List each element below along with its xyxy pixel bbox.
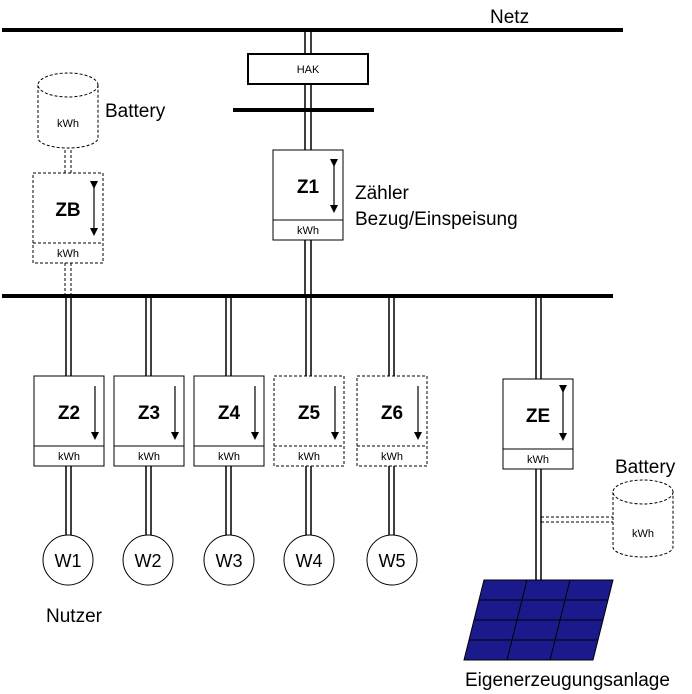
- main-feeder: [304, 30, 312, 296]
- battery-left-unit: kWh: [57, 118, 79, 130]
- consumer-label: W3: [216, 551, 243, 571]
- consumer-w1: [42, 534, 94, 586]
- consumer-label: W2: [135, 551, 162, 571]
- user-meter-unit: kWh: [138, 451, 160, 463]
- consumer-label: W5: [379, 551, 406, 571]
- user-meter-id: Z6: [381, 403, 403, 424]
- battery-left: [37, 72, 99, 149]
- generation-branch: ZE kWh: [502, 296, 574, 582]
- consumer-label: W1: [55, 551, 82, 571]
- solar-panel-icon: [463, 579, 614, 661]
- battery-meter-unit: kWh: [57, 248, 79, 260]
- generation-meter-id: ZE: [526, 406, 550, 427]
- main-meter-description-1: Zähler: [355, 183, 410, 204]
- user-meter-unit: kWh: [218, 451, 240, 463]
- battery-right: [612, 479, 674, 558]
- users-label: Nutzer: [46, 606, 103, 627]
- battery-right-unit: kWh: [632, 528, 654, 540]
- hak-label: HAK: [297, 64, 320, 76]
- user-meter-unit: kWh: [381, 451, 403, 463]
- consumer-w5: [366, 534, 418, 586]
- user-meter-unit: kWh: [298, 451, 320, 463]
- user-meter-z3: Z3 kWh W2: [113, 296, 185, 586]
- user-meter-unit: kWh: [58, 451, 80, 463]
- battery-left-label: Battery: [105, 101, 166, 122]
- battery-right-link: [541, 516, 613, 523]
- hak-box: HAK: [247, 53, 369, 85]
- battery-right-label: Battery: [615, 457, 676, 478]
- user-meter-id: Z4: [218, 403, 241, 424]
- consumer-w3: [203, 534, 255, 586]
- main-meter-id: Z1: [297, 177, 320, 198]
- battery-meter: ZB kWh: [32, 172, 104, 264]
- user-meter-id: Z2: [58, 403, 80, 424]
- consumer-label: W4: [296, 551, 323, 571]
- grid-label: Netz: [490, 7, 529, 28]
- consumer-w2: [122, 534, 174, 586]
- user-meter-id: Z5: [298, 403, 321, 424]
- user-meter-z5: Z5 kWh W4: [273, 296, 345, 586]
- user-meter-z4: Z4 kWh W3: [193, 296, 265, 586]
- user-meter-id: Z3: [138, 403, 160, 424]
- main-meter-unit: kWh: [297, 225, 319, 237]
- battery-link: [64, 150, 72, 296]
- user-meter-z6: Z6 kWh W5: [356, 296, 428, 586]
- battery-meter-id: ZB: [55, 200, 80, 221]
- generation-label: Eigenerzeugungsanlage: [465, 670, 670, 691]
- user-branches: Z2 kWh W1 Z3 kWh W2 Z4 kWh: [33, 296, 428, 586]
- user-meter-z2: Z2 kWh W1: [33, 296, 105, 586]
- main-meter-description-2: Bezug/Einspeisung: [355, 209, 518, 230]
- consumer-w4: [283, 534, 335, 586]
- generation-meter-unit: kWh: [527, 454, 549, 466]
- main-meter: Z1 kWh: [272, 149, 344, 241]
